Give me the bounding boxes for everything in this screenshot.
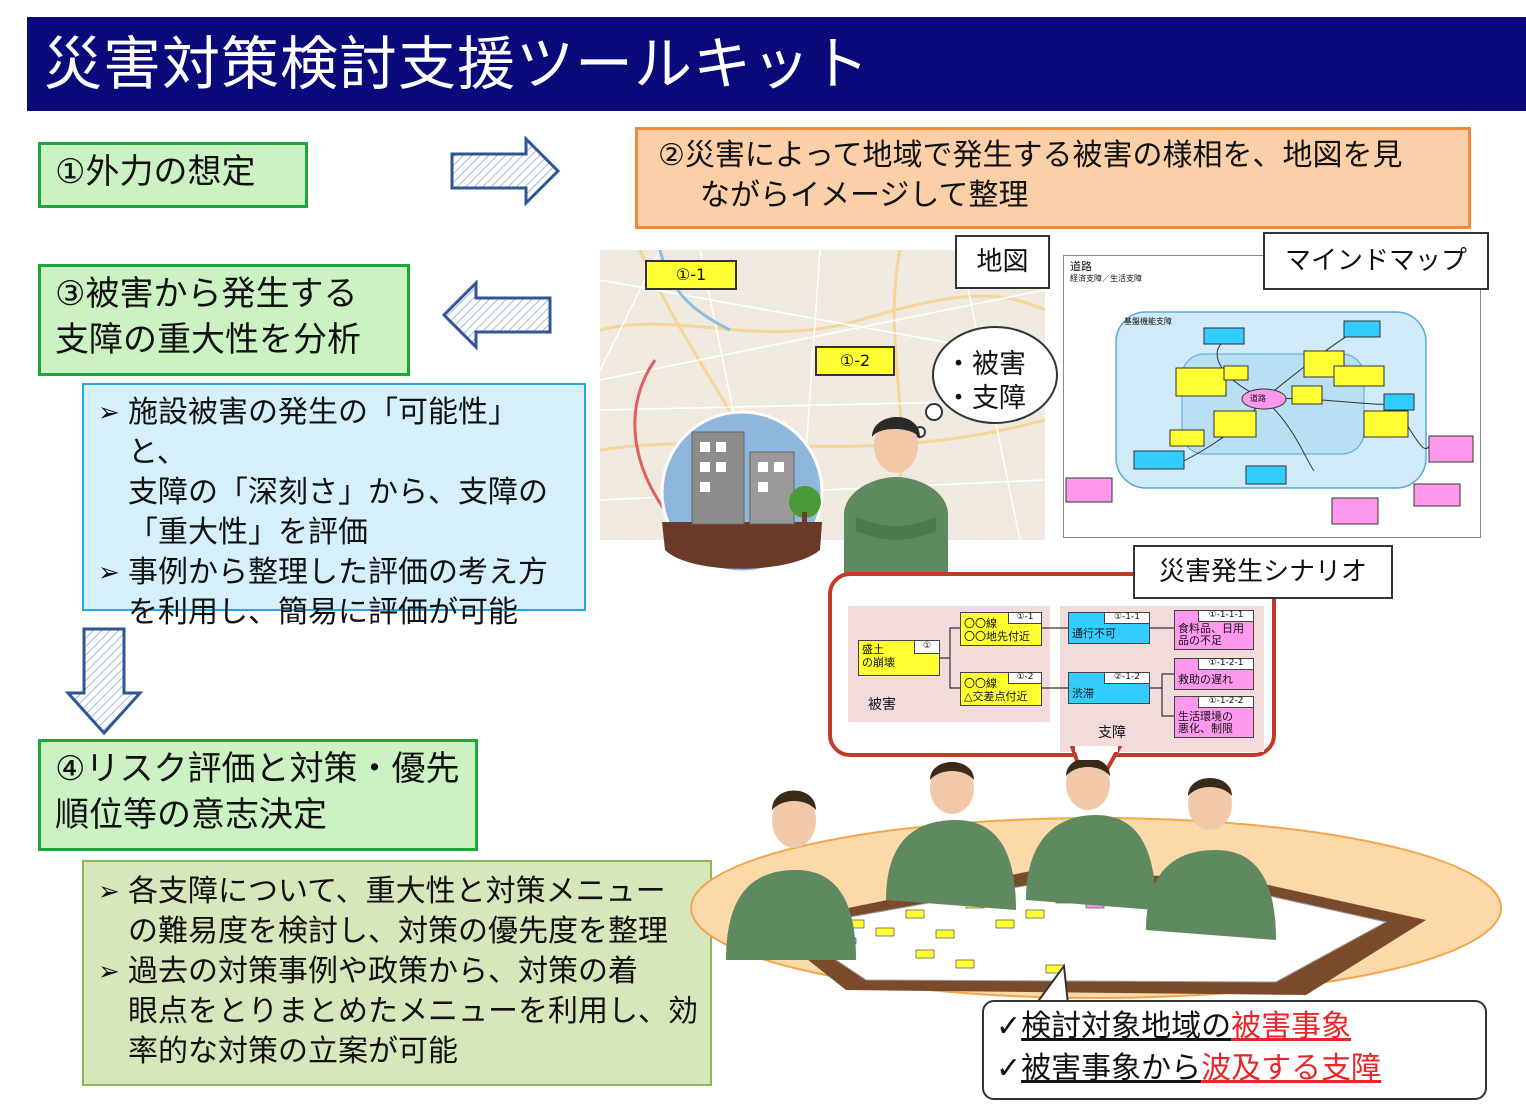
step1-label: ①外力の想定: [55, 152, 256, 192]
analysis-bullet-1: ➢ 施設被害の発生の「可能性」と、 支障の「深刻さ」から、支障の 「重大性」を評…: [98, 393, 574, 553]
step2-line2: ながらイメージして整理: [700, 178, 1029, 213]
step1-box: ①外力の想定: [38, 142, 308, 208]
thought-line-impact: ・支障: [945, 383, 1026, 414]
map-label-text: 地図: [976, 247, 1029, 277]
scenario-root-id: ①: [914, 640, 940, 654]
decision-bullet-2: ➢ 過去の対策事例や政策から、対策の着 眼点をとりまとめたメニューを利用し、効 …: [98, 952, 700, 1072]
step2-line1: ②災害によって地域で発生する被害の様相を、地図を見: [658, 138, 1403, 173]
checklist-item-2: ✓被害事象から波及する支障: [996, 1048, 1473, 1090]
scenario-damage-label: 被害: [868, 697, 896, 713]
decision-bullet-2-line1: 過去の対策事例や政策から、対策の着: [128, 954, 638, 989]
decision-bullet-2-line3: 率的な対策の立案が可能: [128, 1034, 458, 1069]
step3-line1: ③被害から発生する: [55, 274, 358, 314]
damaged-buildings-icon: [660, 410, 824, 574]
page-title: 災害対策検討支援ツールキット: [44, 30, 871, 98]
bullet-arrow-icon: ➢: [98, 957, 120, 987]
map-tag-2: ①-2: [815, 346, 895, 376]
scenario-effect2-id: ①-1-2-1: [1198, 658, 1254, 670]
scenario-damage2-node: 〇〇線 △交差点付近: [960, 672, 1042, 706]
person-thinking-icon: [844, 417, 948, 573]
mindmap-group-label: 基盤機能支障: [1124, 317, 1172, 326]
step3-box: ③被害から発生する 支障の重大性を分析: [38, 264, 410, 376]
map-tag-1-label: ①-1: [675, 265, 707, 284]
thought-line-damage: ・被害: [945, 349, 1026, 380]
step2-box: ②災害によって地域で発生する被害の様相を、地図を見 ながらイメージして整理: [635, 127, 1471, 229]
step4-box: ④リスク評価と対策・優先 順位等の意志決定: [38, 739, 478, 851]
mindmap-subheader: 経済支障／生活支障: [1070, 274, 1142, 283]
scenario-damage1-id: ①-1: [1008, 612, 1042, 624]
scenario-impact1-id: ①-1-1: [1104, 612, 1150, 624]
map-tag-2-label: ①-2: [839, 351, 871, 370]
analysis-bullet-1-line1: 施設被害の発生の「可能性」と、: [128, 395, 518, 470]
checklist-callout: ✓検討対象地域の被害事象 ✓被害事象から波及する支障: [982, 1000, 1487, 1100]
mindmap-center-node: 道路: [1250, 394, 1266, 403]
analysis-bullet-1-line3: 「重大性」を評価: [128, 515, 368, 550]
thought-text: ・被害 ・支障: [945, 348, 1026, 416]
mindmap-label-text: マインドマップ: [1284, 246, 1467, 276]
decision-info-box: ➢ 各支障について、重大性と対策メニュー の難易度を検討し、対策の優先度を整理 …: [82, 860, 712, 1086]
mindmap-header: 道路: [1070, 260, 1092, 273]
checklist-item-1: ✓検討対象地域の被害事象: [996, 1006, 1473, 1048]
scenario-effect1-id: ①-1-1-1: [1198, 610, 1254, 622]
mindmap-label: マインドマップ: [1263, 232, 1489, 290]
analysis-bullet-1-line2: 支障の「深刻さ」から、支障の: [128, 475, 548, 510]
step4-line1: ④リスク評価と対策・優先: [55, 749, 460, 789]
decision-bullet-1: ➢ 各支障について、重大性と対策メニュー の難易度を検討し、対策の優先度を整理: [98, 872, 700, 952]
scenario-bubble: 盛土 の崩壊 ① 〇〇線 〇〇地先付近 ①-1 〇〇線 △交差点付近 ①-2 通…: [828, 572, 1276, 757]
analysis-bullet-2: ➢ 事例から整理した評価の考え方 を利用し、簡易に評価が可能: [98, 553, 574, 633]
bullet-arrow-icon: ➢: [98, 398, 120, 428]
arrow-left-icon: [441, 280, 552, 350]
arrow-down-icon: [64, 627, 144, 736]
check-icon: ✓: [996, 1051, 1022, 1086]
decision-bullet-1-line2: の難易度を検討し、対策の優先度を整理: [128, 914, 668, 949]
arrow-right-icon: [450, 136, 561, 206]
map-tag-1: ①-1: [645, 260, 737, 290]
analysis-bullet-2-line2: を利用し、簡易に評価が可能: [128, 595, 518, 630]
map-label: 地図: [955, 235, 1050, 289]
scenario-label: 災害発生シナリオ: [1133, 545, 1393, 599]
step3-line2: 支障の重大性を分析: [55, 320, 361, 360]
bullet-arrow-icon: ➢: [98, 877, 120, 907]
scenario-label-text: 災害発生シナリオ: [1158, 557, 1367, 587]
analysis-info-box: ➢ 施設被害の発生の「可能性」と、 支障の「深刻さ」から、支障の 「重大性」を評…: [82, 383, 586, 630]
check-icon: ✓: [996, 1009, 1022, 1044]
mindmap-graphic: [1065, 311, 1474, 525]
decision-bullet-1-line1: 各支障について、重大性と対策メニュー: [128, 874, 666, 909]
checklist-item-2-highlight: 波及する支障: [1201, 1051, 1382, 1086]
decision-bullet-2-line2: 眼点をとりまとめたメニューを利用し、効: [128, 994, 698, 1029]
bullet-arrow-icon: ➢: [98, 558, 120, 588]
checklist-item-2-text: 被害事象から: [1021, 1051, 1202, 1086]
step4-line2: 順位等の意志決定: [55, 795, 327, 835]
scenario-effect3-id: ①-1-2-2: [1198, 696, 1254, 708]
mindmap-illustration: 道路 経済支障／生活支障 基盤: [1063, 255, 1481, 538]
title-bar: [27, 17, 1526, 111]
checklist-item-1-highlight: 被害事象: [1231, 1009, 1352, 1044]
scenario-connectors: [940, 627, 1174, 717]
scenario-impact-label: 支障: [1098, 725, 1126, 741]
scenario-damage2-id: ①-2: [1008, 672, 1042, 684]
meeting-illustration: [690, 760, 1502, 999]
scenario-impact2-id: ②-1-2: [1104, 672, 1150, 684]
checklist-item-1-text: 検討対象地域の: [1021, 1009, 1232, 1044]
analysis-bullet-2-line1: 事例から整理した評価の考え方: [128, 555, 548, 590]
